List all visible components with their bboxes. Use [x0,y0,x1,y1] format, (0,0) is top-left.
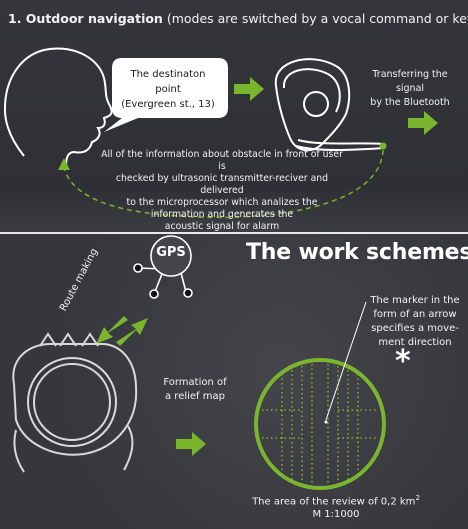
head-profile-icon [3,47,113,167]
outdoor-navigation-graphics [3,47,438,219]
area-scale-text: The area of the review of 0,2 km2 M 1:10… [252,494,420,521]
relief-map-text: Formation of a relief map [163,377,227,402]
signal-loop-dashed [63,149,384,219]
asterisk-icon: * [395,344,411,379]
arrow-right-icon-2 [408,111,438,135]
obstacle-info-text: All of the information about obstacle in… [101,149,343,232]
wrist-device-icon [12,332,138,473]
panel-divider [0,232,468,234]
gps-node [133,235,193,299]
loop-arrowhead [58,158,70,170]
bluetooth-headset-icon [274,58,385,152]
outdoor-navigation-panel: 1. Outdoor navigation (modes are switche… [0,0,468,232]
arrow-right-icon-1 [234,77,264,101]
gps-label: GPS [156,245,186,260]
destination-text: The destinaton point (Evergreen st., 13) [121,69,215,110]
relief-map [254,358,386,490]
section-heading: 1. Outdoor navigation (modes are switche… [8,11,468,26]
work-schemes-panel: The work schemes GPS Route making Format… [0,234,468,529]
marker-description: The marker in the form of an arrow speci… [370,295,460,348]
exchange-arrows-icon [96,316,148,346]
marker-pointer-line [325,301,367,421]
speech-bubble [104,58,228,132]
bluetooth-text: Transferring the signal by the Bluetooth [370,69,450,108]
work-schemes-title: The work schemes [246,240,468,265]
mic-indicator [379,142,387,150]
arrow-right-icon-3 [176,432,206,456]
work-schemes-graphics [12,235,386,490]
